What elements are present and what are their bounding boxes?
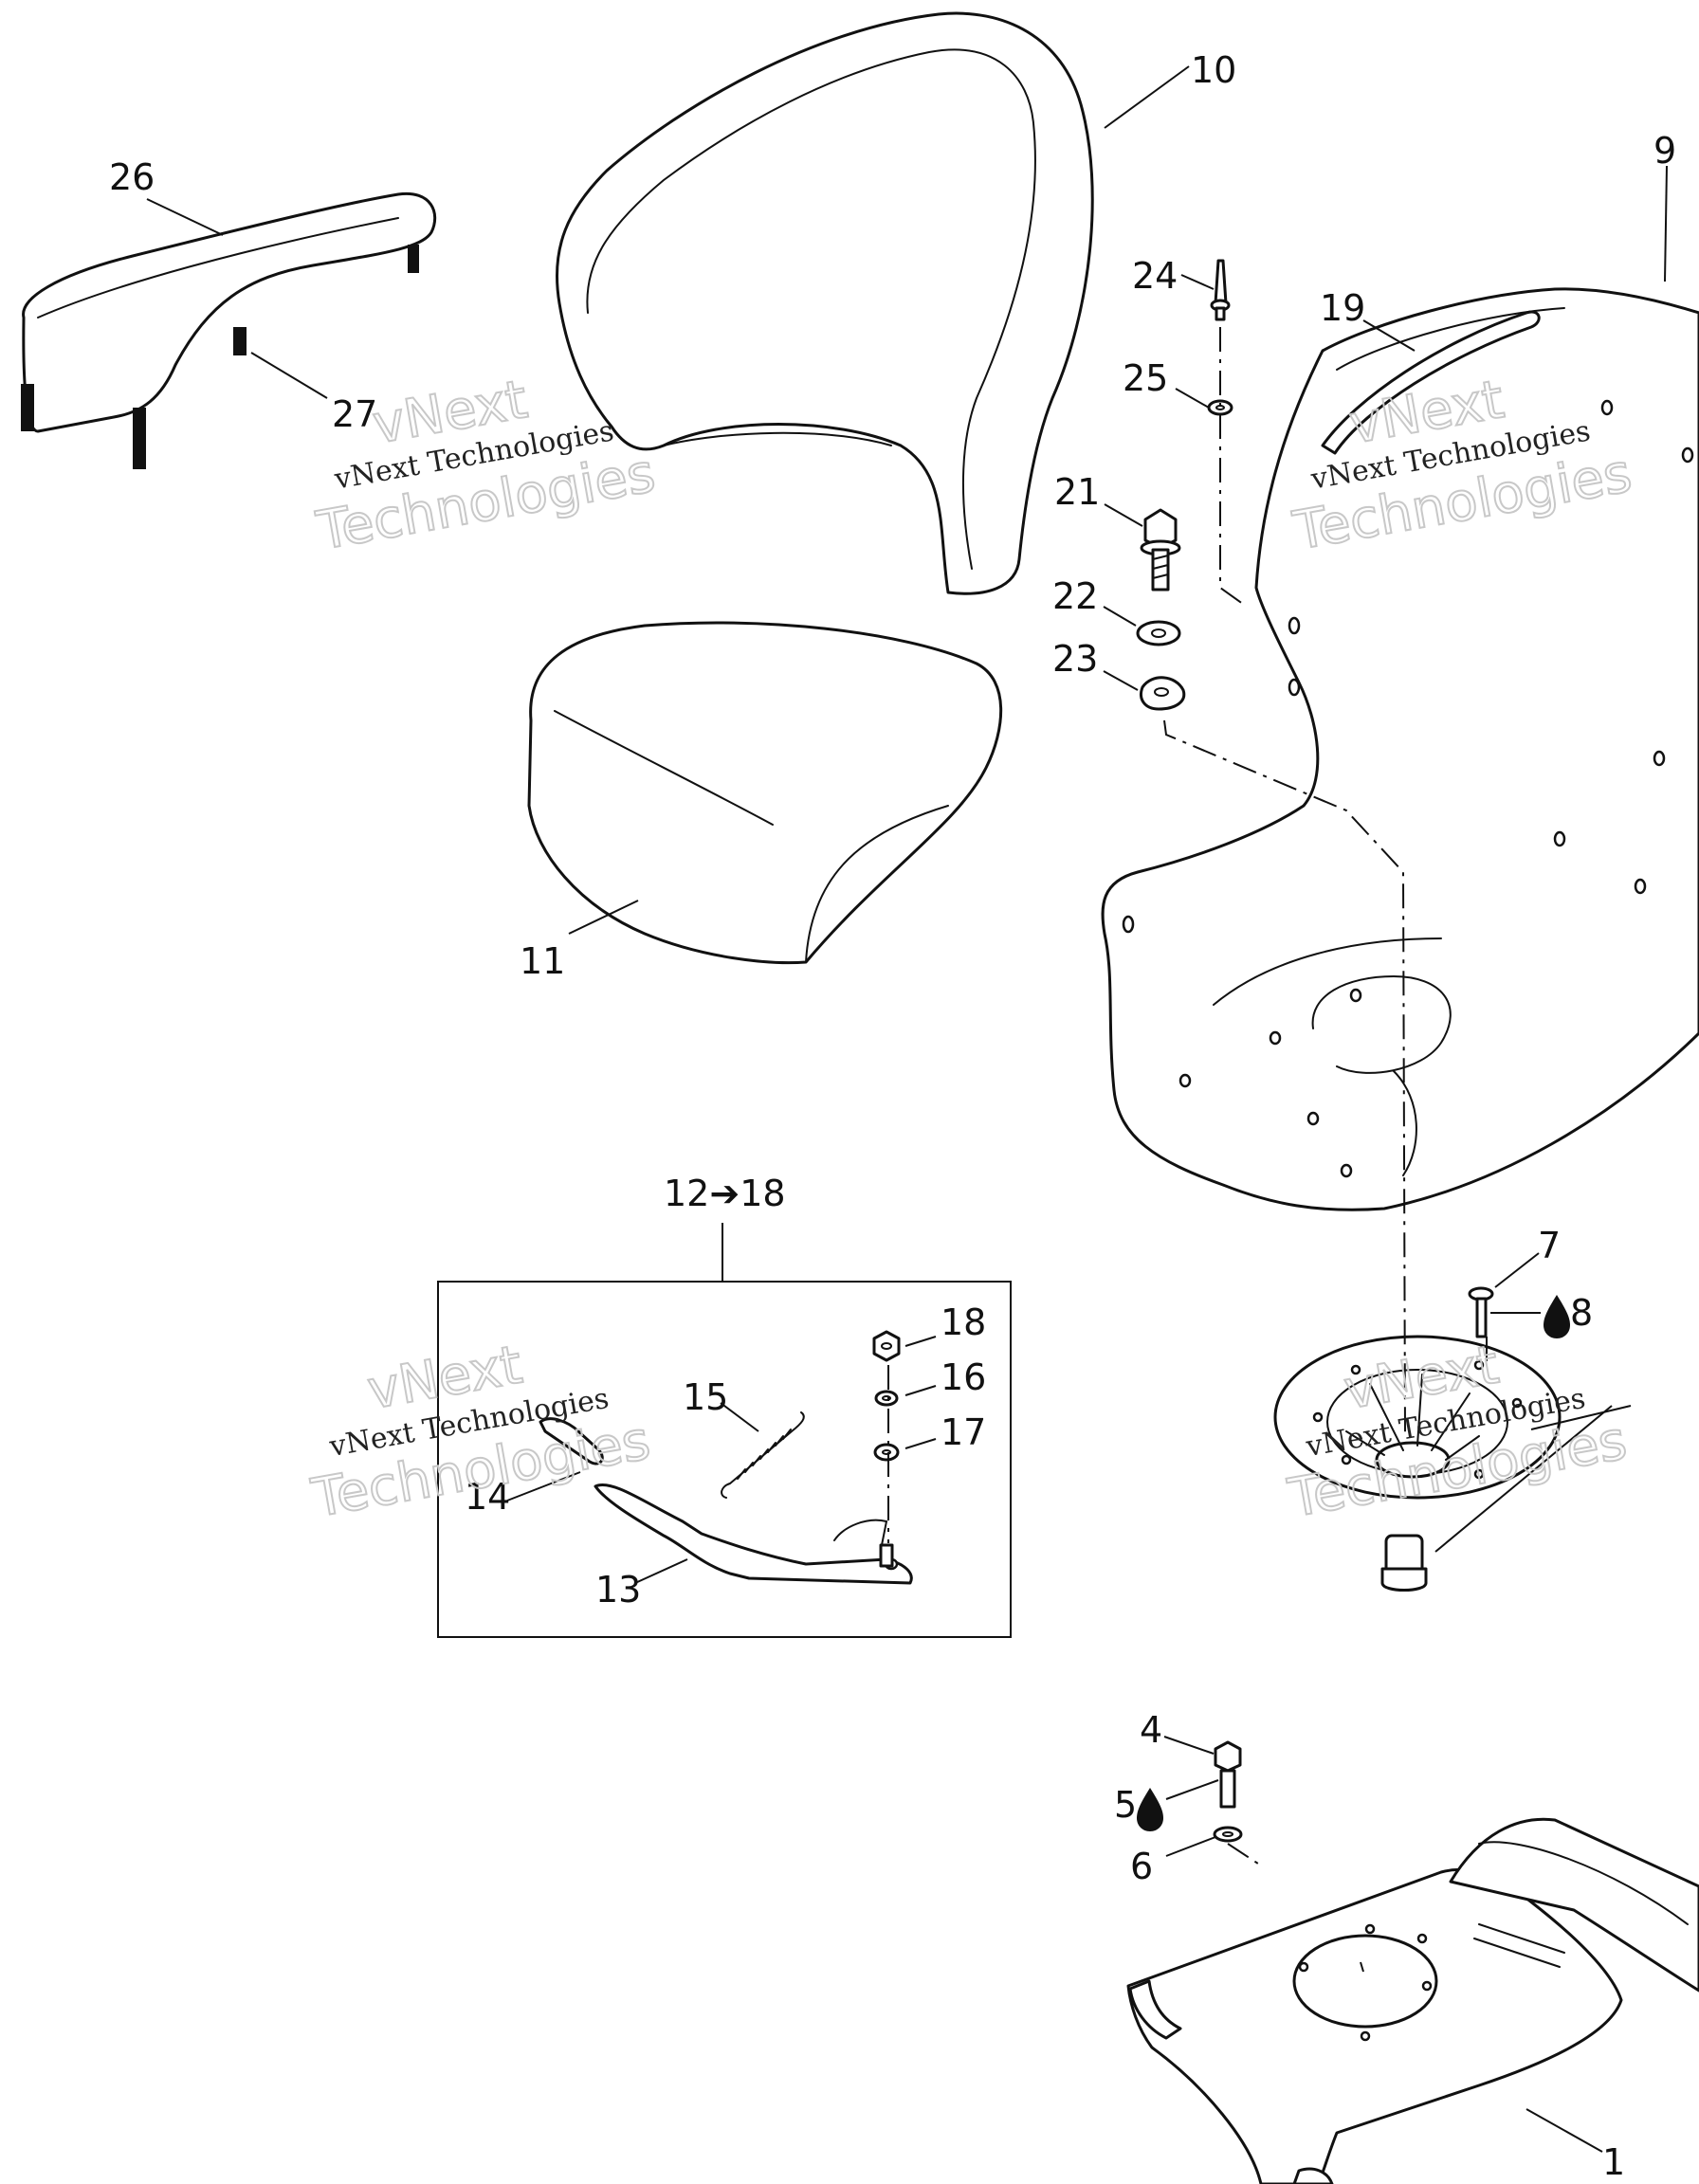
callout-23: 23 — [1052, 638, 1098, 680]
part-18-nut — [872, 1330, 901, 1362]
callout-18: 18 — [941, 1301, 986, 1343]
part-26-backrest-pad — [21, 191, 437, 469]
callout-22: 22 — [1052, 575, 1098, 617]
part-9-seat-shell — [1101, 287, 1699, 1211]
callout-1: 1 — [1602, 2141, 1625, 2183]
swivel-plate — [1273, 1335, 1562, 1500]
part-24-rivet — [1210, 259, 1231, 321]
part-1-seat-base — [1126, 1817, 1699, 2184]
swivel-bushing — [1380, 1534, 1428, 1592]
callout-7: 7 — [1538, 1225, 1561, 1266]
part-23-tee-nut — [1140, 676, 1186, 711]
drop-icon — [1544, 1295, 1570, 1338]
part-21-flange-bolt — [1140, 508, 1181, 592]
callout-25: 25 — [1123, 357, 1168, 399]
callout-10: 10 — [1191, 49, 1236, 91]
callout-24: 24 — [1132, 255, 1178, 297]
part-4-bolt — [1214, 1740, 1242, 1809]
callout-27: 27 — [332, 393, 377, 435]
callout-16: 16 — [941, 1356, 986, 1398]
callout-6: 6 — [1130, 1846, 1153, 1887]
part-22-washer — [1136, 620, 1181, 646]
callout-11: 11 — [520, 940, 565, 982]
part-10-backrest — [555, 11, 1094, 595]
part-13-lever — [594, 1483, 913, 1585]
part-17-washer — [873, 1443, 900, 1462]
callout-14: 14 — [465, 1476, 510, 1518]
callout-12-18: 12➔18 — [664, 1173, 786, 1214]
callout-26: 26 — [109, 156, 155, 198]
callout-21: 21 — [1054, 471, 1100, 513]
callout-8: 8 — [1570, 1292, 1593, 1334]
drop-icon — [1137, 1788, 1163, 1831]
kit-12-18-box — [437, 1281, 1012, 1638]
callout-13: 13 — [595, 1569, 641, 1611]
part-16-washer — [874, 1390, 899, 1407]
callout-15: 15 — [683, 1376, 728, 1418]
callout-17: 17 — [941, 1411, 986, 1453]
callout-5: 5 — [1114, 1784, 1137, 1826]
part-19-trim-strip — [1321, 310, 1541, 455]
callout-9: 9 — [1653, 130, 1676, 172]
part-15-spring — [721, 1411, 805, 1499]
lever-stud — [879, 1543, 894, 1568]
callout-19: 19 — [1320, 287, 1365, 329]
part-6-washer — [1213, 1826, 1243, 1843]
part-7-screw — [1468, 1286, 1494, 1338]
callout-4: 4 — [1140, 1709, 1162, 1751]
part-14-link-rod — [539, 1417, 604, 1465]
watermark: vNext Technologies vNext Technologies — [306, 1334, 656, 1531]
part-11-seat-cushion — [527, 621, 1003, 965]
